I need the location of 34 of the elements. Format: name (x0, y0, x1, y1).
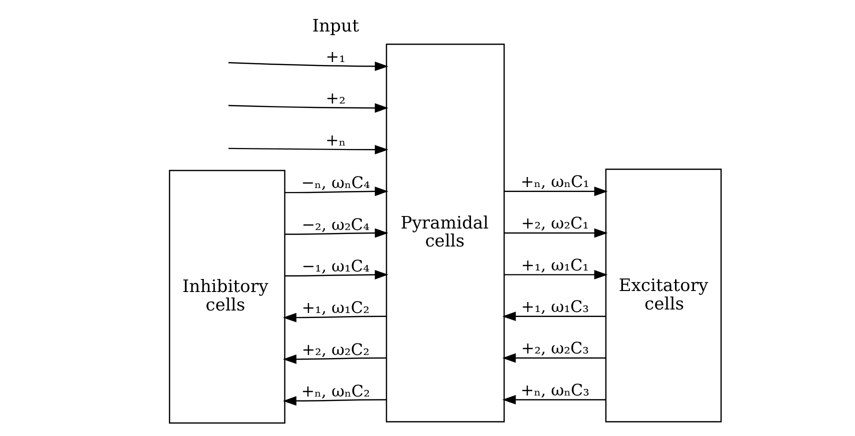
arrow (228, 62, 388, 72)
edge-label: +ₙ, ωₙC₂ (300, 382, 370, 401)
arrow (504, 270, 608, 280)
edge-label: +ₙ (324, 130, 346, 150)
arrow (228, 144, 388, 154)
arrow (284, 228, 388, 238)
edge-label: +₂, ω₂C₃ (520, 338, 588, 358)
edge-label: +₁, ω₁C₁ (520, 255, 588, 274)
edge-label: −₁, ω₁C₄ (301, 256, 370, 276)
edge-label: +₁, ω₁C₂ (301, 298, 370, 318)
arrow (502, 353, 606, 363)
edge-label: +₂, ω₂C₂ (301, 340, 370, 359)
edge-label: −₂, ω₂C₄ (301, 214, 370, 234)
arrow (284, 186, 388, 196)
edge-label: +₁ (325, 46, 345, 66)
arrow (502, 312, 606, 322)
edge-label: +ₙ, ωₙC₃ (520, 380, 589, 400)
arrow (282, 354, 386, 364)
arrow (228, 103, 388, 113)
arrow (504, 228, 608, 238)
edge-label: +₂ (325, 88, 345, 108)
edge-label: −ₙ, ωₙC₄ (300, 173, 370, 192)
edge-label: +ₙ, ωₙC₁ (520, 172, 589, 191)
arrow (504, 186, 608, 196)
edge-label: +₂, ω₂C₁ (520, 214, 588, 233)
arrow (284, 270, 388, 280)
node-box: Pyramidal cells (385, 44, 504, 422)
arrow (502, 394, 606, 404)
arrow (282, 312, 386, 322)
node-box: Excitatory cells (604, 168, 722, 422)
node-box: Inhibitory cells (168, 170, 285, 424)
label: Input (312, 16, 358, 37)
arrow (282, 396, 386, 406)
edge-label: +₁, ω₁C₃ (520, 296, 588, 316)
